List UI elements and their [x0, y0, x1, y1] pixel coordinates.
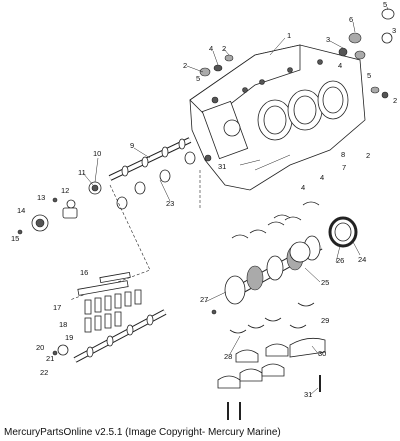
engine-block [189, 44, 366, 191]
main-bearings-lower [229, 302, 315, 334]
callout-1: 1 [287, 31, 291, 40]
callout-24: 24 [358, 255, 366, 264]
callout-6: 6 [349, 15, 353, 24]
callout-31: 31 [218, 162, 226, 171]
lifter-guides [77, 271, 142, 333]
callout-17: 17 [53, 303, 61, 312]
main-bearings-upper [231, 201, 320, 239]
callout-30: 30 [318, 349, 326, 358]
cam-bearings [116, 151, 212, 210]
callout-14: 14 [17, 206, 25, 215]
crankshaft [224, 235, 323, 305]
callout-22: 22 [40, 368, 48, 377]
callout-31b: 31 [304, 390, 312, 399]
callout-21: 21 [46, 354, 54, 363]
copyright-footer: MercuryPartsOnline v2.5.1 (Image Copyrig… [4, 427, 281, 438]
callout-26: 26 [336, 256, 344, 265]
leader-lines [82, 6, 389, 396]
callout-18: 18 [59, 320, 67, 329]
callout-27: 27 [200, 295, 208, 304]
cap-bolts [211, 309, 321, 420]
callout-29: 29 [321, 316, 329, 325]
camshaft [108, 137, 192, 181]
guide-line [69, 184, 151, 301]
callout-9: 9 [130, 141, 134, 150]
main-bearing-caps [217, 337, 326, 389]
rear-main-seal [328, 216, 358, 248]
callout-5b: 5 [383, 0, 387, 9]
callout-10: 10 [93, 149, 101, 158]
callout-8: 8 [341, 150, 345, 159]
callout-7: 7 [342, 163, 346, 172]
callout-12: 12 [61, 186, 69, 195]
callout-2d: 2 [366, 151, 370, 160]
callout-4c: 4 [301, 183, 305, 192]
callout-labels: 1 2 2 4 5 3 4 6 5 3 5 2 8 2 7 9 10 11 12… [11, 0, 397, 399]
callout-4b: 4 [338, 61, 342, 70]
callout-25: 25 [321, 278, 329, 287]
callout-3b: 3 [392, 26, 396, 35]
callout-2: 2 [183, 61, 187, 70]
callout-2c: 2 [393, 96, 397, 105]
callout-13: 13 [37, 193, 45, 202]
callout-5c: 5 [367, 71, 371, 80]
callout-19: 19 [65, 333, 73, 342]
callout-5: 5 [196, 74, 200, 83]
callout-3: 3 [326, 35, 330, 44]
callout-4: 4 [209, 44, 213, 53]
callout-2b: 2 [222, 44, 226, 53]
expansion-plugs [199, 8, 395, 99]
callout-20: 20 [36, 343, 44, 352]
callout-4d: 4 [320, 173, 324, 182]
callout-11: 11 [78, 168, 86, 177]
callout-16: 16 [80, 268, 88, 277]
front-parts [17, 181, 102, 235]
callout-23: 23 [166, 199, 174, 208]
callout-28: 28 [224, 352, 232, 361]
roller-camshaft [52, 309, 167, 363]
callout-15: 15 [11, 234, 19, 243]
